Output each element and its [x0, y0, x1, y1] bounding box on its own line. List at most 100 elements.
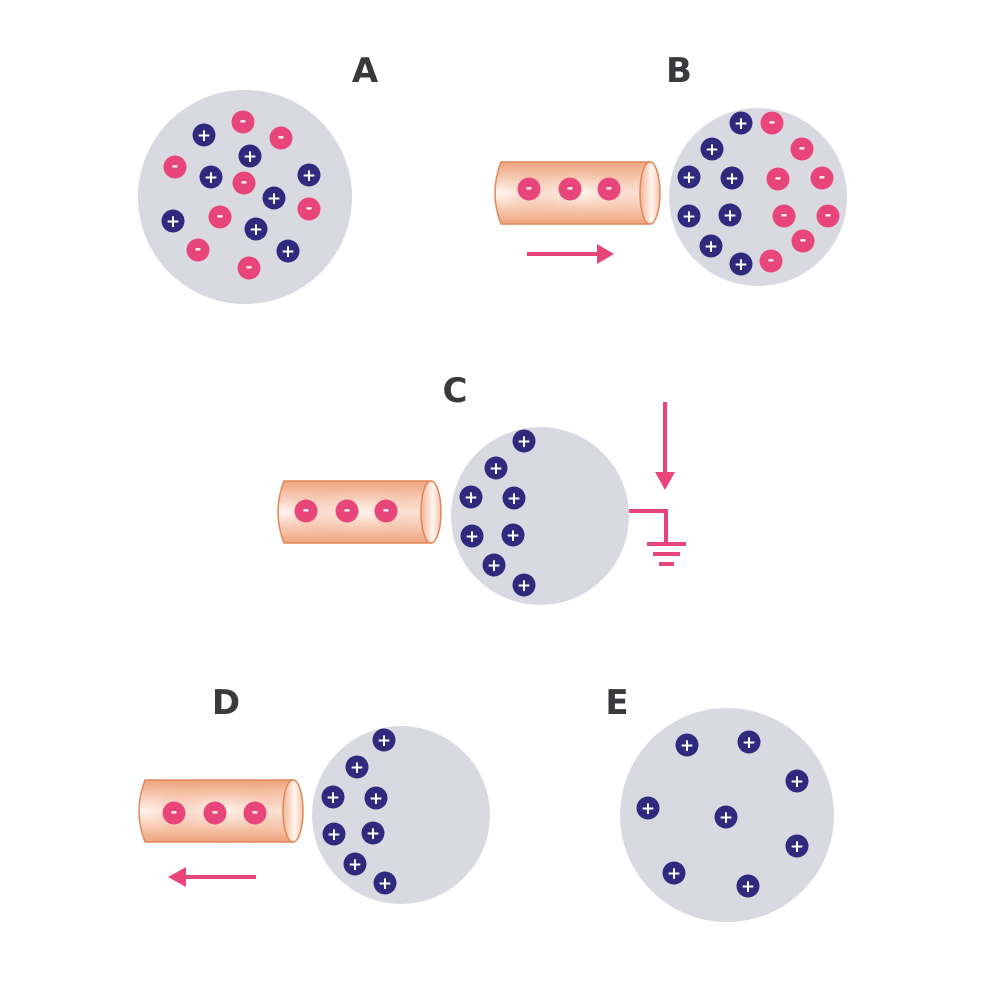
- positive-charge-icon: +: [192, 123, 216, 147]
- positive-sign: +: [166, 212, 180, 232]
- positive-sign: +: [517, 432, 531, 452]
- negative-charge-icon: -: [517, 177, 541, 201]
- negative-sign: -: [825, 205, 832, 224]
- positive-sign: +: [327, 825, 341, 845]
- ground-symbol-icon: [629, 509, 686, 566]
- negative-charge-icon: -: [243, 801, 267, 825]
- positive-sign: +: [682, 168, 696, 188]
- positive-sign: +: [517, 576, 531, 596]
- positive-sign: +: [734, 114, 748, 134]
- positive-charge-icon: +: [322, 822, 346, 846]
- positive-charge-icon: +: [714, 805, 738, 829]
- positive-sign: +: [377, 731, 391, 751]
- negative-sign: -: [781, 205, 788, 224]
- positive-sign: +: [719, 808, 733, 828]
- positive-sign: +: [464, 488, 478, 508]
- positive-charge-icon: +: [700, 137, 724, 161]
- positive-charge-icon: +: [720, 166, 744, 190]
- positive-charge-icon: +: [364, 786, 388, 810]
- positive-charge-icon: +: [677, 204, 701, 228]
- positive-charge-icon: +: [729, 111, 753, 135]
- positive-charge-icon: +: [321, 785, 345, 809]
- positive-charge-icon: +: [484, 456, 508, 480]
- negative-sign: -: [246, 257, 253, 276]
- negative-sign: -: [799, 138, 806, 157]
- positive-charge-icon: +: [262, 186, 286, 210]
- positive-sign: +: [249, 220, 263, 240]
- negative-sign: -: [800, 230, 807, 249]
- panel-label-e: E: [605, 683, 628, 723]
- sphere-b: [669, 108, 847, 286]
- positive-charge-icon: +: [161, 209, 185, 233]
- motion-arrow-icon: [655, 402, 675, 490]
- negative-sign: -: [217, 206, 224, 225]
- positive-sign: +: [204, 168, 218, 188]
- positive-charge-icon: +: [662, 861, 686, 885]
- negative-charge-icon: -: [186, 238, 210, 262]
- positive-charge-icon: +: [460, 524, 484, 548]
- negative-charge-icon: -: [269, 126, 293, 150]
- negative-charge-icon: -: [374, 499, 398, 523]
- positive-sign: +: [682, 207, 696, 227]
- negative-charge-icon: -: [297, 197, 321, 221]
- positive-charge-icon: +: [636, 796, 660, 820]
- positive-charge-icon: +: [343, 852, 367, 876]
- positive-sign: +: [680, 736, 694, 756]
- positive-sign: +: [326, 788, 340, 808]
- negative-sign: -: [606, 178, 613, 197]
- motion-arrow-icon: [168, 867, 256, 887]
- positive-charge-icon: +: [276, 239, 300, 263]
- negative-charge-icon: -: [335, 499, 359, 523]
- negative-charge-icon: -: [558, 177, 582, 201]
- positive-sign: +: [742, 733, 756, 753]
- negative-charge-icon: -: [294, 499, 318, 523]
- positive-charge-icon: +: [677, 165, 701, 189]
- positive-sign: +: [369, 789, 383, 809]
- negative-sign: -: [252, 802, 259, 821]
- negative-charge-icon: -: [163, 155, 187, 179]
- sphere-c: [451, 427, 629, 605]
- positive-sign: +: [704, 237, 718, 257]
- negative-sign: -: [344, 500, 351, 519]
- positive-charge-icon: +: [459, 485, 483, 509]
- positive-charge-icon: +: [345, 755, 369, 779]
- negative-charge-icon: -: [208, 205, 232, 229]
- negative-charge-icon: -: [597, 177, 621, 201]
- negative-charge-icon: -: [231, 110, 255, 134]
- positive-sign: +: [741, 877, 755, 897]
- negative-sign: -: [769, 112, 776, 131]
- positive-sign: +: [667, 864, 681, 884]
- negative-charge-icon: -: [237, 256, 261, 280]
- negative-sign: -: [240, 111, 247, 130]
- negative-sign: -: [383, 500, 390, 519]
- positive-sign: +: [790, 772, 804, 792]
- positive-sign: +: [487, 556, 501, 576]
- negative-charge-icon: -: [810, 166, 834, 190]
- negative-charge-icon: -: [203, 801, 227, 825]
- negative-charge-icon: -: [790, 137, 814, 161]
- negative-sign: -: [306, 198, 313, 217]
- positive-charge-icon: +: [373, 871, 397, 895]
- positive-sign: +: [267, 189, 281, 209]
- motion-arrow-icon: [527, 244, 614, 264]
- negative-charge-icon: -: [766, 167, 790, 191]
- positive-charge-icon: +: [729, 252, 753, 276]
- negative-charge-icon: -: [816, 204, 840, 228]
- positive-sign: +: [281, 242, 295, 262]
- negative-charge-icon: -: [162, 801, 186, 825]
- positive-charge-icon: +: [361, 821, 385, 845]
- positive-sign: +: [302, 166, 316, 186]
- positive-charge-icon: +: [512, 429, 536, 453]
- positive-sign: +: [197, 126, 211, 146]
- sphere-d: [312, 726, 490, 904]
- positive-charge-icon: +: [372, 728, 396, 752]
- positive-sign: +: [350, 758, 364, 778]
- positive-sign: +: [734, 255, 748, 275]
- positive-sign: +: [725, 169, 739, 189]
- panel-label-a: A: [352, 51, 379, 91]
- positive-charge-icon: +: [718, 203, 742, 227]
- negative-charge-icon: -: [791, 229, 815, 253]
- positive-sign: +: [243, 147, 257, 167]
- positive-charge-icon: +: [675, 733, 699, 757]
